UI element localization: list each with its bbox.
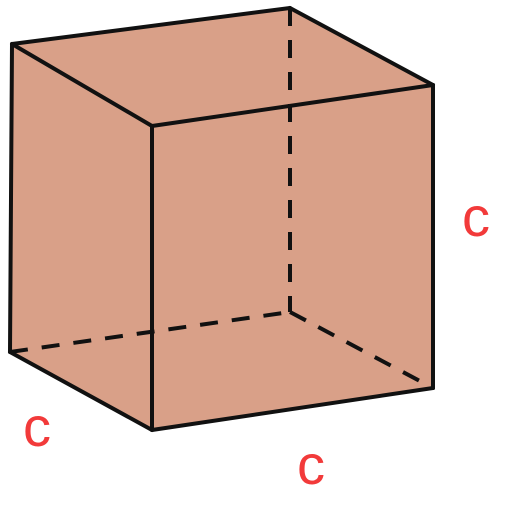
edge-top-left (10, 42, 154, 128)
edge-bottom-left (8, 350, 154, 432)
cube-face-left (10, 44, 152, 430)
hidden-edge-back-right (289, 310, 434, 390)
edge-label-right: c (462, 185, 490, 248)
edge-left-vertical (8, 42, 14, 354)
visible-edges (8, 6, 435, 432)
edge-bottom-front (150, 386, 435, 432)
edge-label-front-bottom: c (297, 433, 325, 496)
cube-face-top (12, 8, 433, 126)
edge-top-front (150, 83, 435, 128)
edge-label-left-bottom: c (23, 395, 51, 458)
edge-top-right (288, 6, 435, 87)
edge-top-back (10, 6, 292, 46)
cube-face-front (152, 85, 433, 430)
